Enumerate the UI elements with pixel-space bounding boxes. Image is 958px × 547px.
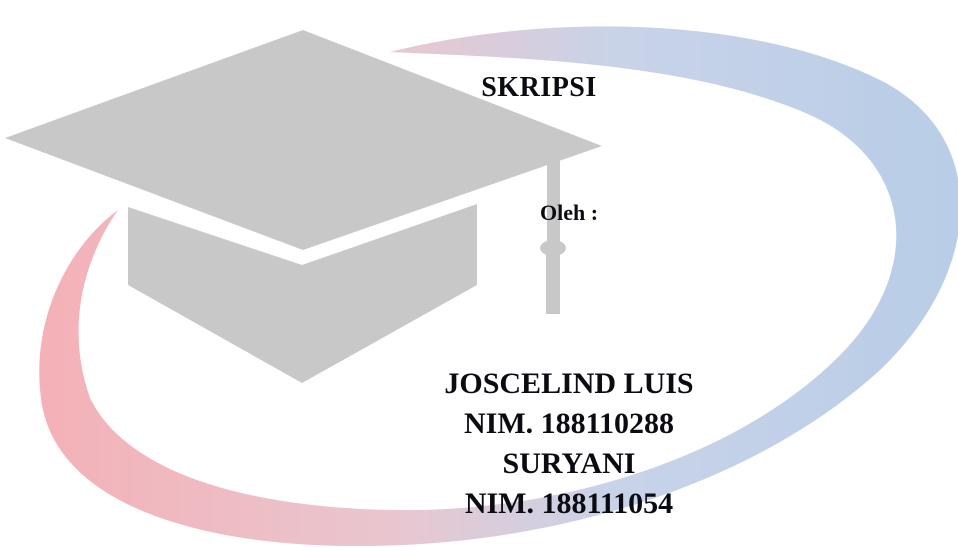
graduation-cap-icon [5,30,602,383]
by-label: Oleh : [539,200,599,225]
author-list: JOSCELIND LUIS NIM. 188110288 SURYANI NI… [90,364,958,524]
swoosh-decoration [39,26,958,547]
author-name: SURYANI [502,447,636,480]
author-name: JOSCELIND LUIS [444,367,694,400]
author-nim: NIM. 188111054 [464,487,674,520]
document-title: SKRIPSI [481,72,597,103]
author-nim: NIM. 188110288 [464,407,674,440]
